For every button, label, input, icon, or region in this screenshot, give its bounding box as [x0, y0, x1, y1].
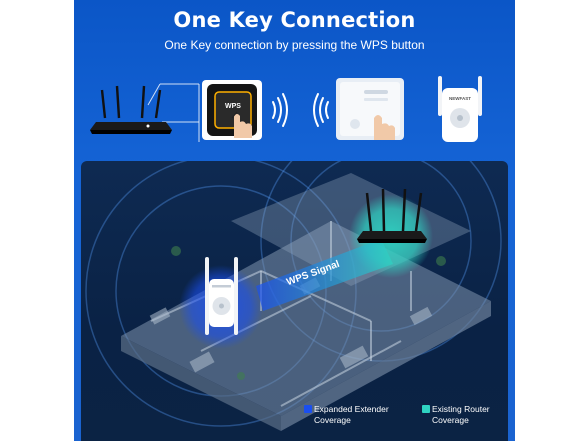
legend-swatch-extender [304, 405, 312, 413]
wifi-waves-icon [272, 93, 288, 127]
product-panel: One Key Connection One Key connection by… [74, 0, 515, 441]
legend-swatch-router [422, 405, 430, 413]
wps-signal-band [256, 239, 393, 311]
steps-illustration: WPS [90, 76, 482, 142]
hand-press-icon [231, 111, 252, 138]
page-subtitle: One Key connection by pressing the WPS b… [164, 38, 425, 52]
legend-router-line2: Coverage [432, 415, 469, 425]
wps-button-label: WPS [225, 103, 241, 110]
extender-icon: NEWFAST [438, 76, 482, 142]
legend-extender: Expanded Extender Coverage [314, 404, 389, 426]
legend-router-line1: Existing Router [432, 404, 490, 414]
legend-router: Existing Router Coverage [432, 404, 490, 426]
legend-extender-line1: Expanded Extender [314, 404, 389, 414]
house-floorplan-illustration: WPS Signal [85, 161, 502, 431]
legend-extender-line2: Coverage [314, 415, 351, 425]
router-icon [90, 85, 172, 134]
house-scene: WPS Signal [81, 161, 508, 441]
extender-icon [205, 257, 238, 335]
router-icon [357, 188, 427, 243]
wifi-waves-icon-left [313, 93, 329, 127]
extender-press-step [336, 78, 404, 140]
extender-brand: NEWFAST [449, 96, 471, 101]
wps-button-step: WPS [202, 80, 262, 140]
house-model [121, 173, 491, 431]
page-title: One Key Connection [173, 8, 416, 32]
